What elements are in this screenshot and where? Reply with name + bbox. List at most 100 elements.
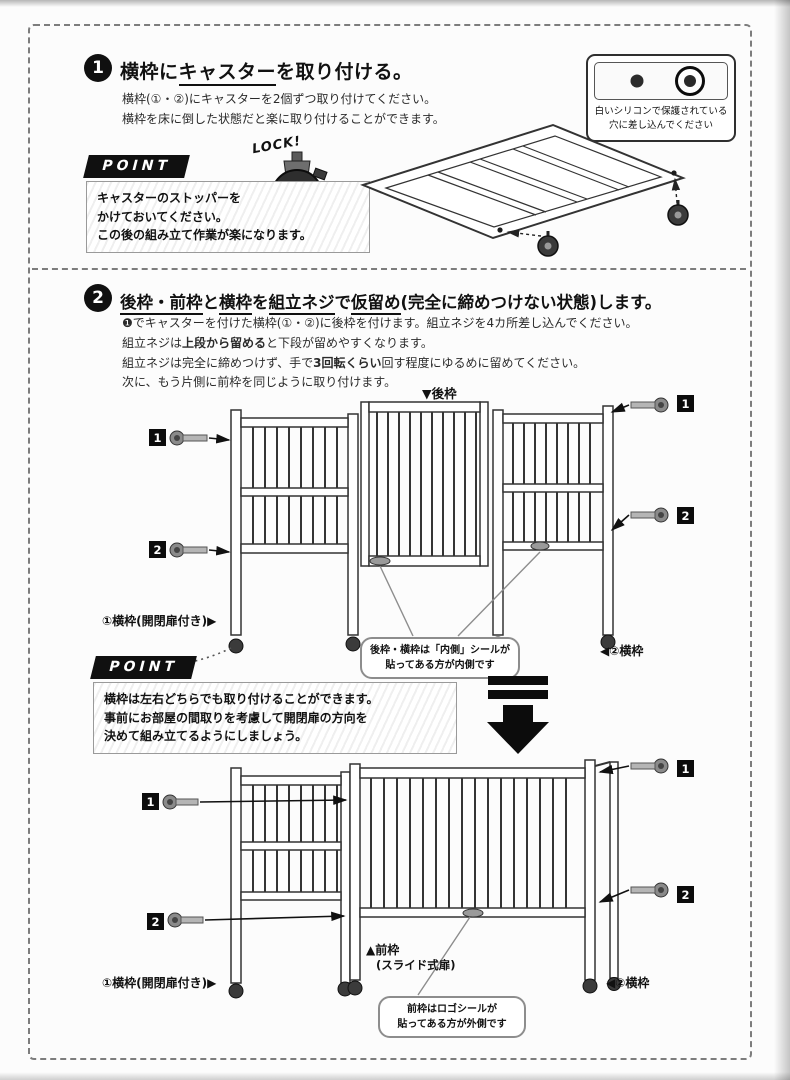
assembly-screw-icon [162, 794, 348, 810]
page-edge-shade-bottom [0, 1072, 790, 1080]
text-bold: 上段から留める [182, 335, 267, 350]
left-side-frame [228, 409, 361, 654]
front-frame-sublabel: (スライド式扉) [376, 958, 456, 972]
logo-seal-icon [462, 908, 484, 918]
step2-number: 2 [92, 288, 104, 308]
assembly-screw-icon [169, 542, 231, 558]
hole-strip-illustration [594, 62, 728, 100]
screw-position-1-badge: 1 [677, 760, 694, 777]
step1-title-keyword: キャスター [178, 61, 277, 86]
back-frame [360, 401, 489, 567]
assembly-screw-icon [610, 397, 669, 413]
assembly-screw-icon [610, 507, 669, 532]
caster-hole-highlight-icon [675, 66, 706, 96]
inset-note-line: 穴に差し込んでください [608, 120, 714, 132]
assembly-screw-icon [167, 911, 346, 928]
inner-seal-callout: 後枠・横枠は「内側」シールが 貼ってある方が内側です [360, 637, 520, 679]
side-frame-flat-illustration [360, 123, 689, 257]
step2-number-badge: 2 [84, 284, 112, 312]
step2-title-keyword: 組立ネジ [268, 293, 335, 315]
inner-seal-icon [530, 541, 550, 551]
step1-body: 横枠(①・②)にキャスターを2個ずつ取り付けてください。 横枠を床に倒した状態だ… [122, 90, 445, 130]
step2-title-part: と [202, 293, 220, 312]
screw-position-2-badge: 2 [147, 913, 164, 930]
caster-icon [228, 983, 244, 999]
left-side-frame [228, 767, 353, 999]
step2-title-part: で [334, 293, 352, 312]
inner-seal-icon [369, 556, 391, 566]
page-border [28, 24, 752, 1060]
screw-position-1-badge: 1 [142, 793, 159, 810]
caster-icon [607, 977, 621, 991]
point-line: 事前にお部屋の間取りを考慮して開閉扉の方向を [104, 710, 368, 725]
step2-body-line: 組立ネジは完全に締めつけず、手で3回転くらい回す程度にゆるめに留めてください。 [122, 354, 637, 374]
left-frame-label: ①横枠(開閉扉付き)▶ [102, 976, 217, 990]
step2-body-line: 組立ネジは上段から留めると下段が留めやすくなります。 [122, 334, 637, 354]
point-line: かけておいてください。 [97, 209, 228, 224]
point-tag: POINT [83, 155, 190, 178]
text: 回す程度にゆるめに留めてください。 [381, 355, 586, 370]
point-line: キャスターのストッパーを [97, 191, 242, 205]
caster-icon [600, 634, 616, 650]
assembly-screw-icon [598, 758, 669, 775]
point-box-2: 横枠は左右どちらでも取り付けることができます。 事前にお部屋の間取りを考慮して開… [93, 682, 457, 754]
text: と下段が留めやすくなります。 [266, 335, 433, 350]
step2-title-keyword: 仮留め [351, 293, 401, 315]
inset-note-line: 白いシリコンで保護されている [594, 106, 728, 117]
screw-position-2-badge: 2 [677, 507, 694, 524]
right-side-frame [490, 405, 616, 652]
step2-title-part: (完全に締めつけない状態)します。 [400, 293, 662, 312]
step1-title-part: を取り付ける。 [276, 61, 413, 83]
right-frame-label: ◀②横枠 [600, 644, 644, 658]
logo-seal-callout: 前枠はロゴシールが 貼ってある方が外側です [378, 996, 526, 1038]
right-side-frame [594, 761, 621, 991]
section-divider [32, 268, 746, 270]
step1-title: 横枠にキャスターを取り付ける。 [120, 57, 413, 86]
page-edge-shade-top [0, 0, 790, 7]
right-frame-label: ◀②横枠 [606, 976, 650, 990]
step2-body: ❶でキャスターを付けた横枠(①・②)に後枠を付けます。組立ネジを4カ所差し込んで… [122, 314, 637, 393]
step2-body-line: 次に、もう片側に前枠を同じように取り付けます。 [122, 375, 397, 390]
point-box-1: キャスターのストッパーを かけておいてください。 この後の組み立て作業が楽になり… [86, 181, 370, 253]
screw-position-2-badge: 2 [149, 541, 166, 558]
caster-icon [345, 636, 361, 652]
caster-hole-icon [630, 74, 644, 88]
text: 組立ネジは [122, 335, 183, 350]
front-frame-label: ▲前枠 [366, 943, 400, 957]
crib-exploded-illustration [142, 397, 669, 671]
caster-icon [537, 231, 559, 257]
left-frame-label: ①横枠(開閉扉付き)▶ [102, 614, 217, 628]
step1-body-line: 横枠(①・②)にキャスターを2個ずつ取り付けてください。 [122, 92, 437, 106]
page-edge-shade-right [774, 0, 790, 1080]
point-line: この後の組み立て作業が楽になります。 [97, 228, 312, 243]
caster-icon [582, 978, 598, 994]
step1-title-part: 横枠に [120, 61, 179, 83]
step2-body-line: ❶でキャスターを付けた横枠(①・②)に後枠を付けます。組立ネジを4カ所差し込んで… [122, 316, 638, 330]
step1-number: 1 [92, 58, 104, 78]
inset-note: 白いシリコンで保護されている 穴に差し込んでください [594, 105, 728, 134]
screw-position-1-badge: 1 [677, 395, 694, 412]
point-line: 横枠は左右どちらでも取り付けることができます。 [104, 692, 379, 706]
back-frame-label: ▼後枠 [422, 386, 457, 401]
step2-title: 後枠・前枠と横枠を組立ネジで仮留め(完全に締めつけない状態)します。 [120, 289, 662, 315]
text-bold: 3回転くらい [313, 355, 382, 370]
assembly-screw-icon [169, 430, 231, 446]
step2-title-keyword: 後枠・前枠 [120, 293, 203, 315]
step2-title-part: を [252, 293, 269, 312]
point-tag: POINT [90, 656, 197, 679]
crib-assembled-illustration [162, 758, 669, 999]
caster-icon [667, 200, 689, 226]
caster-icon [228, 638, 244, 654]
silicone-hole-inset: 白いシリコンで保護されている 穴に差し込んでください [586, 54, 736, 142]
assembly-screw-icon [598, 882, 669, 903]
step1-body-line: 横枠を床に倒した状態だと楽に取り付けることができます。 [122, 111, 445, 126]
step1-number-badge: 1 [84, 54, 112, 82]
front-frame [347, 759, 598, 996]
screw-position-1-badge: 1 [149, 429, 166, 446]
caster-icon [347, 980, 363, 996]
text: 組立ネジは完全に締めつけず、手で [122, 355, 314, 370]
point-line: 決めて組み立てるようにしましょう。 [104, 729, 308, 744]
next-step-arrow-icon [487, 676, 549, 754]
screw-position-2-badge: 2 [677, 886, 694, 903]
